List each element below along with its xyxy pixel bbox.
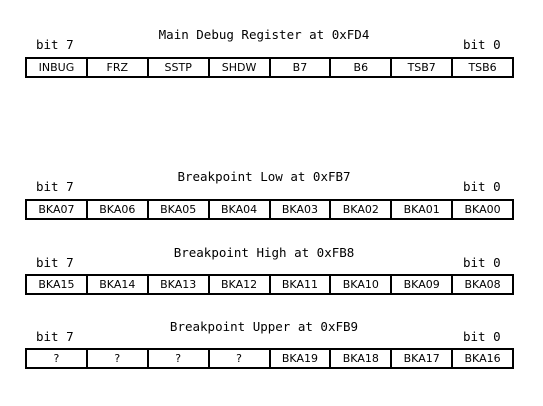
bit-cell-0: BKA08 [451, 276, 512, 293]
register-title: Main Debug Register at 0xFD4 [158, 27, 370, 42]
lsb-label: bit 0 [463, 329, 501, 344]
bit-cell-4: BKA12 [207, 276, 269, 293]
bit-cell-5: ? [146, 350, 208, 367]
bit-cell-3: BKA19 [268, 350, 330, 367]
bit-cell-0: BKA00 [451, 201, 512, 218]
register-bit-row: BKA07 BKA06 BKA05 BKA04 BKA03 BKA02 BKA0… [25, 199, 514, 220]
lsb-label: bit 0 [463, 37, 501, 52]
bit-cell-3: BKA03 [268, 201, 330, 218]
bit-cell-1: BKA01 [390, 201, 451, 218]
bit-cell-7: INBUG [38, 61, 75, 74]
register-bit-row: INBUG FRZ SSTP SHDW B7 B6 TSB7 TSB6 [25, 57, 514, 78]
bit-cell-2: BKA02 [329, 201, 390, 218]
bit-cell-6: BKA06 [85, 201, 147, 218]
register-bit-row: BKA15 BKA14 BKA13 BKA12 BKA11 BKA10 BKA0… [25, 274, 514, 295]
register-bit-row: ? ? ? ? BKA19 BKA18 BKA17 BKA16 [25, 348, 514, 369]
bit-cell-7: BKA07 [38, 203, 75, 216]
msb-label: bit 7 [36, 329, 74, 344]
register-title: Breakpoint Low at 0xFB7 [177, 169, 351, 184]
bit-cell-1: BKA17 [390, 350, 451, 367]
bit-cell-3: B7 [268, 59, 330, 76]
bit-cell-7: ? [53, 352, 60, 365]
bit-cell-6: BKA14 [85, 276, 147, 293]
register-title: Breakpoint High at 0xFB8 [173, 245, 355, 260]
register-title: Breakpoint Upper at 0xFB9 [169, 319, 359, 334]
lsb-label: bit 0 [463, 179, 501, 194]
bit-cell-4: SHDW [207, 59, 269, 76]
bit-cell-1: BKA09 [390, 276, 451, 293]
msb-label: bit 7 [36, 255, 74, 270]
bit-cell-2: BKA10 [329, 276, 390, 293]
bit-cell-4: BKA04 [207, 201, 269, 218]
bit-cell-5: SSTP [146, 59, 208, 76]
bit-cell-0: TSB6 [451, 59, 512, 76]
bit-cell-6: ? [85, 350, 147, 367]
bit-cell-1: TSB7 [390, 59, 451, 76]
msb-label: bit 7 [36, 179, 74, 194]
bit-cell-4: ? [207, 350, 269, 367]
bit-cell-3: BKA11 [268, 276, 330, 293]
bit-cell-2: B6 [329, 59, 390, 76]
bit-cell-0: BKA16 [451, 350, 512, 367]
msb-label: bit 7 [36, 37, 74, 52]
bit-cell-5: BKA13 [146, 276, 208, 293]
bit-cell-2: BKA18 [329, 350, 390, 367]
bit-cell-5: BKA05 [146, 201, 208, 218]
lsb-label: bit 0 [463, 255, 501, 270]
bit-cell-6: FRZ [85, 59, 147, 76]
bit-cell-7: BKA15 [38, 278, 75, 291]
